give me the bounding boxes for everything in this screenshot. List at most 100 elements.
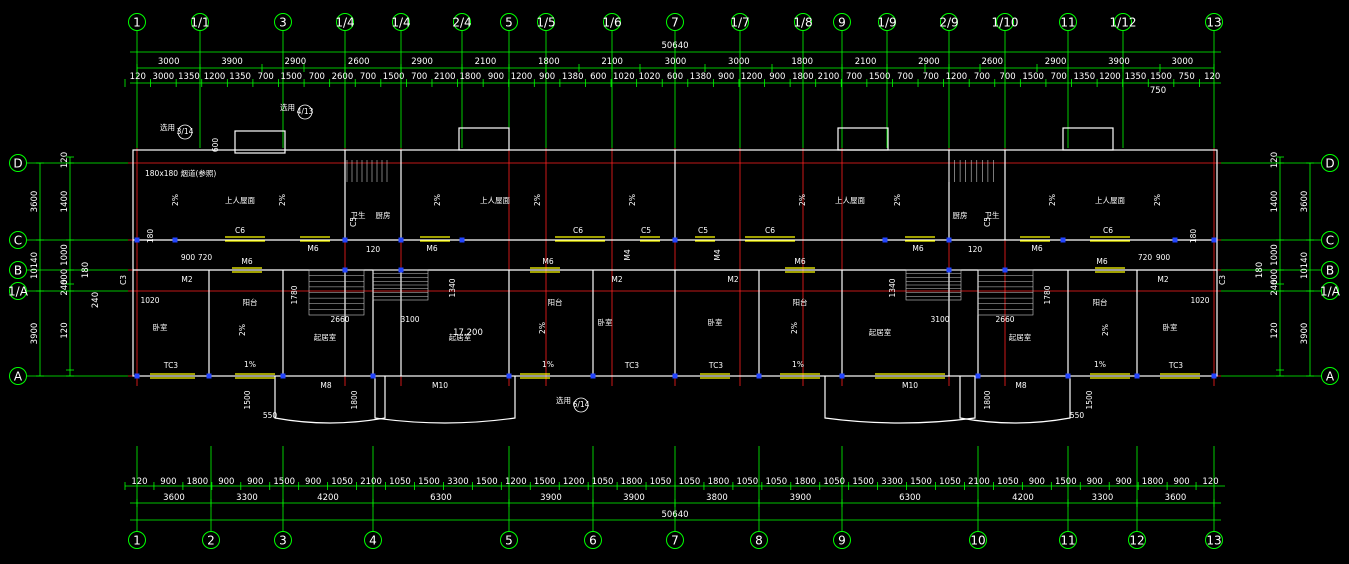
top-row2-value: 1380 (562, 72, 584, 82)
bottom-row2-value: 4200 (317, 493, 339, 503)
bottom-row1-value: 1050 (389, 477, 411, 487)
bottom-row1-value: 1050 (997, 477, 1019, 487)
grid-top-3-text: 3 (279, 16, 287, 30)
left-inner-value: 120 (60, 322, 70, 338)
grid-top-5-text: 1/4 (391, 16, 410, 30)
top-row2-value: 700 (999, 72, 1015, 82)
top-row1-value: 3900 (1108, 57, 1130, 67)
bottom-row1-value: 1050 (737, 477, 759, 487)
top-row2-value: 700 (258, 72, 274, 82)
bottom-row1-value: 900 (1116, 477, 1132, 487)
roof-projection (837, 127, 889, 151)
grid-top-13-bubble (833, 13, 851, 31)
top-row2-value: 700 (309, 72, 325, 82)
grid-bottom-1-text: 1 (133, 534, 141, 548)
top-row2-value: 1800 (460, 72, 482, 82)
top-row2-value: 700 (1051, 72, 1067, 82)
column (206, 373, 212, 379)
bottom-row1-value: 900 (1173, 477, 1189, 487)
room-kitchen: 厨房 (953, 210, 968, 220)
grid-bottom-11-bubble (1059, 531, 1077, 549)
bottom-row2-value: 3900 (790, 493, 812, 503)
bottom-row1-value: 900 (218, 477, 234, 487)
column (370, 373, 376, 379)
opening-m6: M6 (1096, 257, 1107, 266)
top-row2-value: 1200 (1099, 72, 1121, 82)
left-inner-value: 1400 (60, 191, 70, 213)
top-row2-value: 2100 (434, 72, 456, 82)
grid-bottom-1-bubble (128, 531, 146, 549)
bottom-row1-value: 1050 (331, 477, 353, 487)
opening-m4: M4 (713, 249, 722, 260)
grid-top-14-bubble (878, 13, 896, 31)
opening-m6: M6 (794, 257, 805, 266)
top-row2-value: 2600 (332, 72, 354, 82)
dim-1800: 1800 (350, 390, 359, 409)
slope-tag: 2% (433, 194, 442, 206)
column (398, 237, 404, 243)
bottom-row1-value: 900 (305, 477, 321, 487)
opening-m10: M10 (432, 381, 448, 390)
grid-top-10-bubble (666, 13, 684, 31)
grid-top-9-text: 1/6 (602, 16, 621, 30)
top-row1-value: 3000 (728, 57, 750, 67)
right-inner-value: 120 (1270, 322, 1280, 338)
left-inner-value: 1000 (60, 244, 70, 266)
opening-tc3: TC3 (624, 361, 639, 370)
grid-bottom-8-text: 8 (755, 534, 763, 548)
room-balcony: 阳台 (1093, 297, 1108, 307)
opening-m10: M10 (902, 381, 918, 390)
right-outer-value: 3900 (1300, 323, 1310, 345)
grid-row-left-2-bubble (9, 231, 27, 249)
slope-tag: 2% (533, 194, 542, 206)
bottom-row1-value: 1800 (1142, 477, 1164, 487)
right-inner-value: 1000 (1270, 244, 1280, 266)
column (1211, 373, 1217, 379)
grid-row-left-2-text: C (14, 234, 22, 248)
left-extra2: 180 (81, 262, 91, 278)
column (506, 373, 512, 379)
grid-top-3-bubble (274, 13, 292, 31)
grid-bottom-9-text: 9 (838, 534, 846, 548)
grid-bottom-8-bubble (750, 531, 768, 549)
detail-note: 选用 (160, 122, 175, 132)
top-row2-value: 900 (769, 72, 785, 82)
top-row2-value: 700 (897, 72, 913, 82)
bottom-row1-value: 1050 (679, 477, 701, 487)
top-row2-value: 1020 (639, 72, 661, 82)
grid-top-15-bubble (940, 13, 958, 31)
bottom-row1-value: 3300 (447, 477, 469, 487)
annotations: 上人屋面上人屋面上人屋面上人屋面2%2%2%2%2%2%2%2%2%卧室卧室卧室… (119, 102, 1227, 420)
bottom-row1-value: 1050 (592, 477, 614, 487)
top-row2-value: 120 (130, 72, 146, 82)
bottom-row1-value: 1800 (708, 477, 730, 487)
grid-bottom-2-bubble (202, 531, 220, 549)
grid-row-right-3-text: B (1326, 264, 1334, 278)
grid-top-19-text: 13 (1206, 16, 1221, 30)
grid-bottom-10-text: 10 (970, 534, 985, 548)
grid-bottom-3-bubble (274, 531, 292, 549)
grid-row-left-4-text: 1/A (8, 285, 29, 299)
grid-row-right-2-text: C (1326, 234, 1334, 248)
opening-m6: M6 (542, 257, 553, 266)
room-roof-terrace: 上人屋面 (480, 196, 510, 205)
room-wc: 卫生 (985, 210, 1000, 220)
grid-bottom-7-text: 7 (671, 534, 679, 548)
column (459, 237, 465, 243)
opening-m6: M6 (1031, 244, 1042, 253)
top-row1-value: 2900 (411, 57, 433, 67)
top-row2-value: 1500 (1150, 72, 1172, 82)
dim-1780: 1780 (290, 285, 299, 304)
top-total-value: 50640 (661, 41, 688, 51)
top-row2-value: 1200 (946, 72, 968, 82)
bottom-row1-value: 1050 (765, 477, 787, 487)
dim-1340-right: 1340 (888, 278, 897, 297)
column (134, 237, 140, 243)
top-row2-value: 700 (974, 72, 990, 82)
opening-c6: C6 (1103, 226, 1113, 235)
room-roof-terrace: 上人屋面 (1095, 196, 1125, 205)
column (946, 267, 952, 273)
opening-c5: C5 (641, 226, 651, 235)
